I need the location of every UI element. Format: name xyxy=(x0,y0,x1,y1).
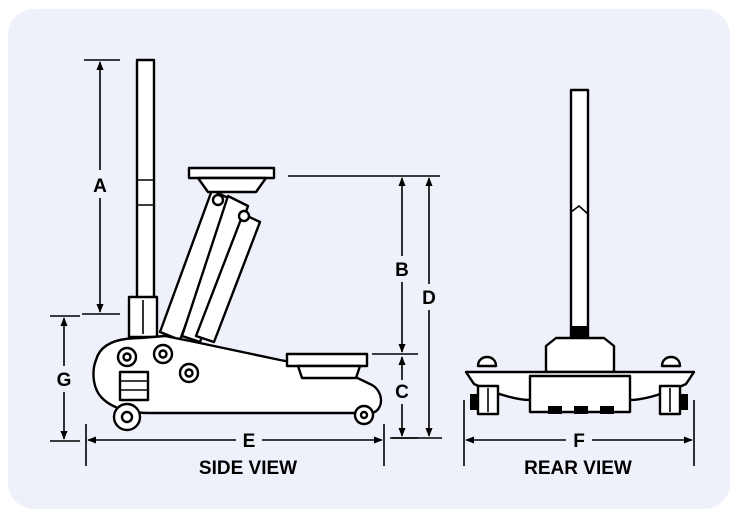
right-caster-top xyxy=(660,355,682,368)
dimension-b-label: B xyxy=(395,260,409,281)
side-view-caption: SIDE VIEW xyxy=(199,458,297,479)
saddle-plate xyxy=(187,166,276,180)
rear-view-caption: REAR VIEW xyxy=(524,458,632,479)
rear-pump-housing xyxy=(544,336,616,374)
dimension-d: D xyxy=(392,177,442,439)
dimension-f-label: F xyxy=(573,431,585,452)
front-plate xyxy=(285,352,369,368)
rear-handle xyxy=(569,88,590,342)
dimension-e-label: E xyxy=(243,431,256,452)
lift-arm-front xyxy=(194,212,262,344)
dimension-e: E xyxy=(85,424,385,466)
side-view-drawing xyxy=(92,58,383,432)
dimension-d-label: D xyxy=(422,288,436,309)
dimension-c: C xyxy=(390,356,418,439)
left-caster-top xyxy=(476,355,498,368)
dimension-a: A xyxy=(82,59,120,315)
pump-block xyxy=(118,370,150,402)
dimension-f: F xyxy=(463,400,695,466)
dimension-c-label: C xyxy=(395,382,409,403)
saddle-cup xyxy=(196,176,268,194)
dimension-a-label: A xyxy=(93,176,107,197)
dimension-g-label: G xyxy=(57,370,72,391)
dimension-g: G xyxy=(50,315,80,442)
dimension-b: B xyxy=(288,175,440,355)
rear-view-drawing xyxy=(464,88,696,416)
